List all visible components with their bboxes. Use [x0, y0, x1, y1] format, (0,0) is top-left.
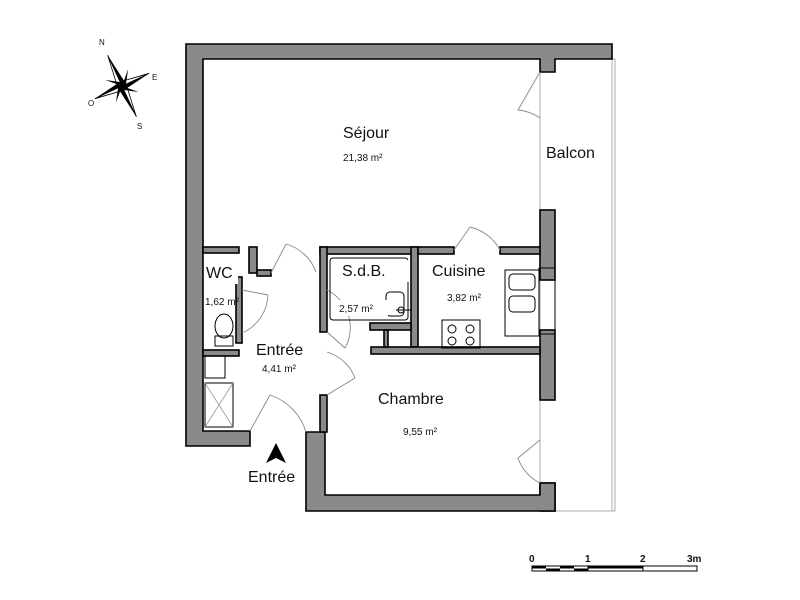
- room-name-entree: Entrée: [256, 342, 303, 359]
- kitchen-counter-icon: [504, 267, 556, 337]
- sdb-area-bg: [336, 300, 388, 316]
- scale-tick-3: 3m: [687, 554, 702, 565]
- compass-south-label: S: [137, 122, 142, 131]
- room-area-sejour: 21,38 m²: [343, 153, 383, 164]
- room-name-balcon: Balcon: [546, 145, 595, 162]
- compass-east-label: E: [152, 73, 157, 82]
- entree-label-bg: [254, 340, 310, 360]
- room-area-sdb: 2,57 m²: [339, 304, 374, 315]
- scale-tick-0: 0: [529, 554, 535, 565]
- room-name-sdb: S.d.B.: [342, 263, 386, 280]
- entrance-arrow-icon: [266, 443, 286, 463]
- exterior-walls: [185, 43, 613, 512]
- room-area-chambre: 9,55 m²: [403, 427, 438, 438]
- cabinet-icon: [204, 355, 234, 428]
- balcony-outline: [539, 58, 616, 512]
- scale-tick-1: 1: [585, 554, 591, 565]
- sink-icon: [396, 306, 411, 314]
- room-area-entree: 4,41 m²: [262, 364, 297, 375]
- room-area-wc: 1,62 m²: [205, 297, 240, 308]
- scale-tick-2: 2: [640, 554, 646, 565]
- room-name-sejour: Séjour: [343, 125, 390, 142]
- compass-rose-icon: [94, 55, 150, 117]
- stove-icon: [441, 319, 481, 349]
- scale-bar: [531, 565, 698, 572]
- wc-label-bg: [204, 262, 238, 284]
- room-area-cuisine: 3,82 m²: [447, 293, 482, 304]
- room-name-cuisine: Cuisine: [432, 263, 485, 280]
- room-name-chambre: Chambre: [378, 391, 444, 408]
- room-name-wc: WC: [206, 265, 233, 282]
- compass-north-label: N: [99, 38, 105, 47]
- compass-west-label: O: [88, 99, 94, 108]
- sdb-label-bg: [333, 260, 409, 282]
- interior-walls: [202, 246, 541, 433]
- entrance-label: Entrée: [248, 469, 295, 486]
- wc-toilet-icon: [214, 313, 234, 347]
